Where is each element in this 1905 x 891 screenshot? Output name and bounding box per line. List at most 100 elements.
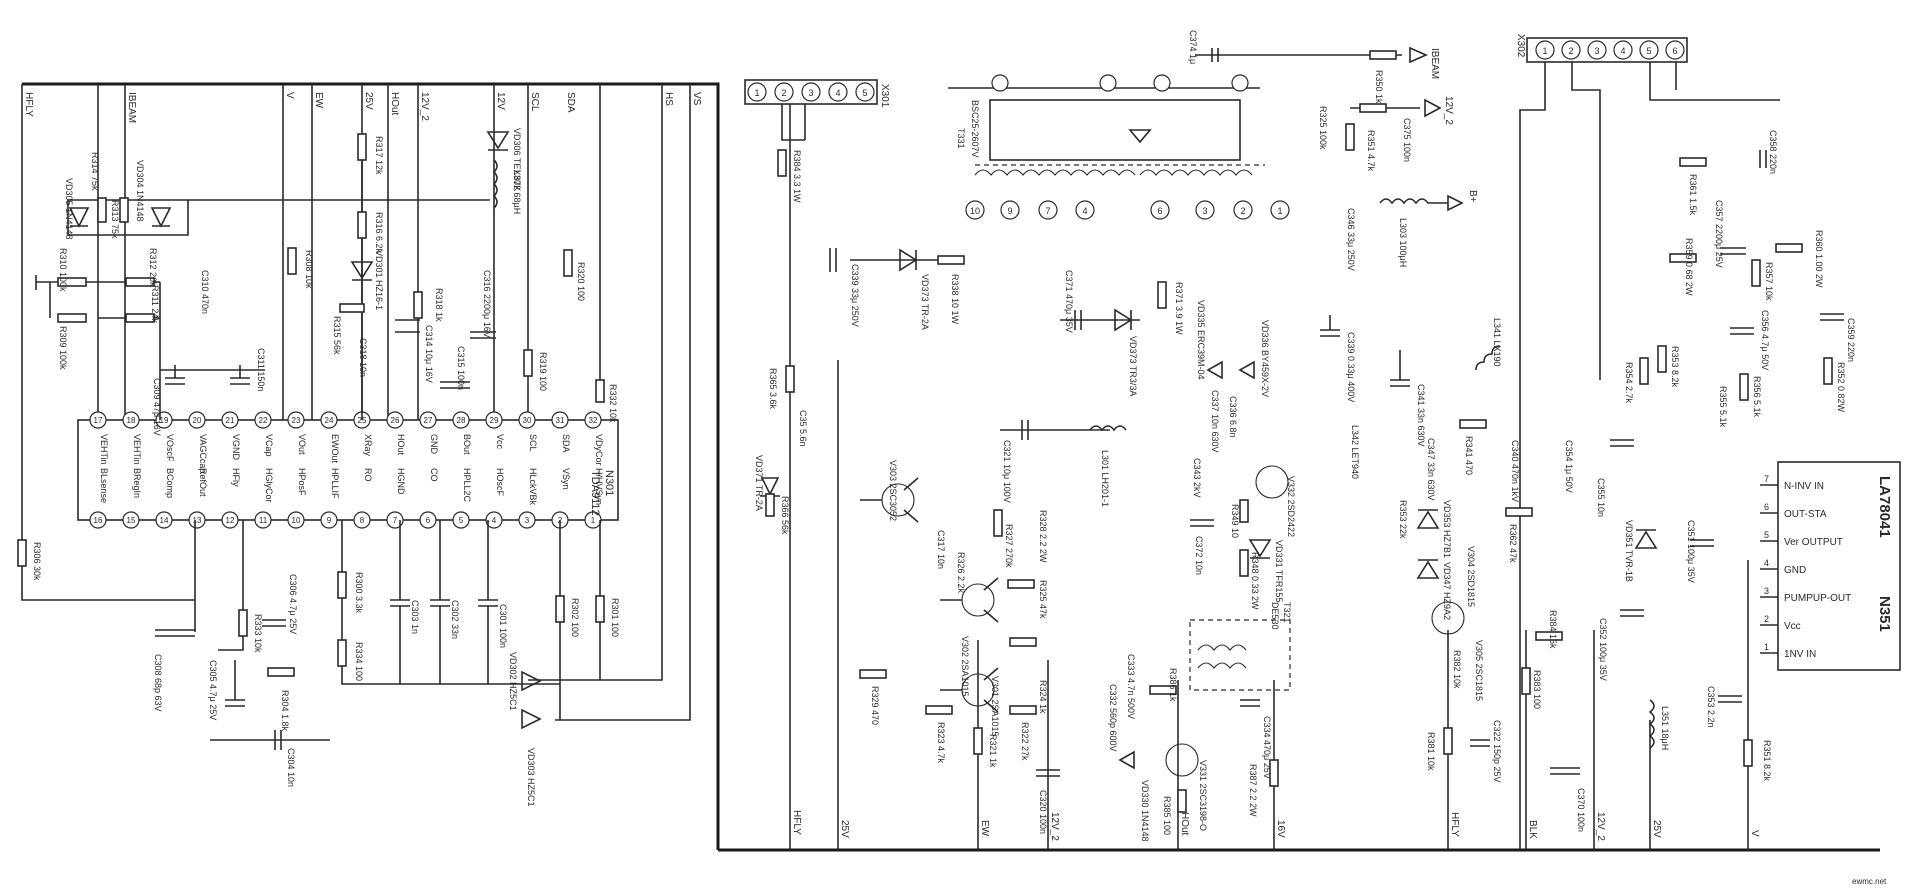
tda9112-pin-label: XRay [363,434,373,457]
label-c357: C357 2200μ 25V [1714,200,1724,268]
label-r359: R359 0.68 2W [1684,238,1694,296]
label-r312: R312 20k [148,248,158,287]
tda9112-pin-label: BRegIn [132,468,142,498]
label-vd347: VD347 HZ9A2 [1442,562,1452,620]
label-vd373: VD373 TR-2A [920,274,930,330]
net-label-hfly2-bottom: HFLY [1449,812,1460,837]
label-r357: R357 10k [1764,262,1774,301]
label-r351b: R351 8.2k [1762,740,1772,782]
label-r308: R308 10k [304,250,314,289]
label-l342: L342 LET940 [1350,425,1360,479]
tda9112-pin-label: Vcc [495,434,505,450]
tda9112-pin-number: 32 [589,416,598,425]
label-vd302: VD302 HZ5C1 [508,652,518,711]
tda9112-pin-label: HOscF [495,468,505,497]
tda9112-top-pins: 17VEHTin18VEHTin19VOscF20VAGCcap21VGND22… [89,411,604,473]
tda9112-pin-number: 5 [459,516,464,525]
tda9112-pin-label: VSyn [561,468,571,490]
t331-pin-number: 10 [970,206,980,216]
tda9112-pin-number: 20 [193,416,202,425]
net-label-12v2b-bottom: 12V_2 [1595,812,1606,841]
label-c308: C308 68p 63V [153,654,163,712]
label-c314: C314 10μ 16V [424,325,434,383]
label-c347: C347 33n 630V [1426,438,1436,501]
tda9112-pin-4: 4 HOscF [485,468,505,529]
label-r341: R341 470 [1464,436,1474,475]
t331-pin-number: 2 [1240,206,1245,216]
label-c332: C332 560p 600V [1108,684,1118,752]
t331-pin-number: 9 [1007,206,1012,216]
bus-label-hfly: HFLY [23,92,34,117]
la78041-pin-label: PUMPUP-OUT [1784,593,1851,604]
label-c359: C359 220n [1846,318,1856,362]
tda9112-pin-label: HGlyCor [264,468,274,503]
tda9112-pin-label: VDyCor [594,434,604,466]
label-r300: R300 3.3k [354,572,364,614]
label-r325: R325 100k [1318,106,1328,150]
x302-pin [1535,40,1555,60]
la78041-pin-number: 7 [1764,474,1769,484]
label-l302: L302 68μH [512,170,522,214]
t321-part: DE530 [1270,602,1280,630]
tda9112-pin-number: 15 [127,516,136,525]
net-label-12v2-bottom: 12V_2 [1049,812,1060,841]
tda9112-pin-number: 28 [457,416,466,425]
x302-pin [1561,40,1581,60]
label-r315: R315 56k [332,316,342,355]
net-label-hout-bottom: HOut [1179,812,1190,836]
label-r384: R384 3.3 1W [792,150,802,203]
label-r352: R352 0.82W [1836,362,1846,413]
tda9112-pin-number: 17 [94,416,103,425]
label-r338: R338 10 1W [950,274,960,325]
ibeam-label: IBEAM [1429,48,1440,79]
tda9112-pin-number: 21 [226,416,235,425]
label-vd301: VD301 HZ16-1 [374,250,384,310]
label-v302: V302 2SA1015 [960,636,970,697]
la78041-pin-number: 6 [1764,502,1769,512]
bus-label-12v: 12V [495,92,506,110]
label-r323: R323 4.7k [936,722,946,764]
tda9112-pin-number: 4 [492,516,497,525]
label-r310: R310 100k [58,248,68,292]
tda9112-pin-label: VEHTin [99,434,109,465]
label-r328: R328 2.2 2W [1038,510,1048,563]
x302-pin-number: 2 [1568,46,1573,56]
label-c343: C343 2kV [1192,458,1202,498]
x302-pin [1665,40,1685,60]
label-r353b: R353 8.2k [1670,346,1680,388]
net-label-v-bottom: V [1749,830,1760,837]
label-r333: R333 10k [253,614,263,653]
label-c337: C337 10n 630V [1210,390,1220,453]
tda9112-pin-label: HLckVBk [528,468,538,506]
tda9112-pin-number: 9 [327,516,332,525]
label-l301: L301 LH201-1 [1100,450,1110,507]
x301-pin-number: 4 [835,88,840,98]
bottom-net-labels: HFLY 25V EW 12V_2 HOut 16V HFLY BLK 12V_… [791,810,1760,841]
label-r319: R319 100 [538,352,548,391]
right-frame [718,100,1880,852]
label-r304: R304 1.8k [280,690,290,732]
label-vd303: VD303 HZ5C1 [526,748,536,807]
label-c356: C356 4.7μ 50V [1760,310,1770,370]
label-c321: C321 10μ 100V [1002,440,1012,503]
label-c322: C322 150p 25V [1492,720,1502,783]
label-r313: R313 75k [110,200,120,239]
la78041-pin-label: OUT-STA [1784,509,1827,520]
label-c302: C302 33n [450,600,460,639]
label-r309: R309 100k [58,326,68,370]
t331-pin [1195,200,1215,220]
tda9112-pin-number: 19 [160,416,169,425]
tda9112-pin-number: 10 [292,516,301,525]
tda9112-pin-number: 22 [259,416,268,425]
